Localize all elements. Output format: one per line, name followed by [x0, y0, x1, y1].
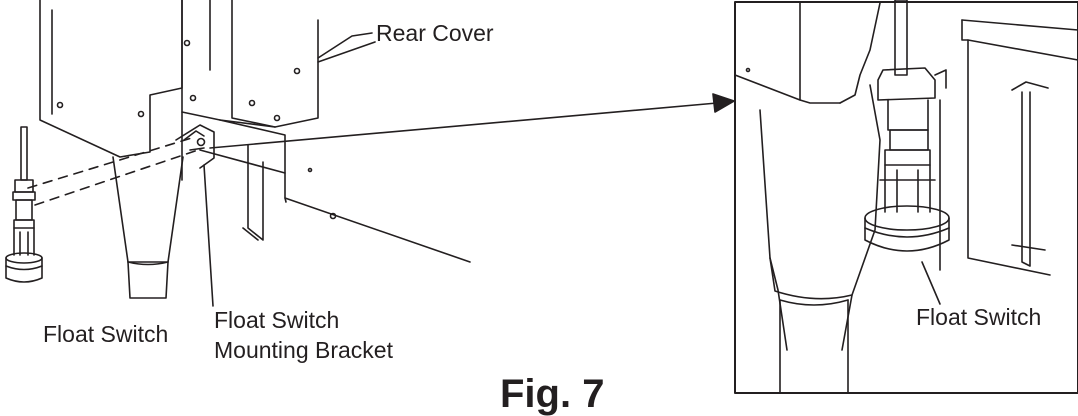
figure-caption-text: Fig. 7	[500, 372, 605, 416]
rear-cover-label: Rear Cover	[376, 20, 494, 46]
float-switch-part	[5, 126, 43, 283]
machine-leg	[112, 156, 184, 299]
assembly-dashed-lines	[27, 136, 199, 206]
rear-cover-leader	[317, 32, 373, 59]
figure-caption: Fig. 7	[500, 372, 640, 414]
detail-view	[734, 0, 1078, 394]
mounting-bracket-label-line1: Float Switch	[214, 307, 340, 333]
detail-arrow	[209, 93, 735, 149]
detail-float-switch-label: Float Switch	[916, 304, 1042, 330]
diagram-drawing	[5, 0, 1078, 394]
bracket-leader	[203, 164, 214, 307]
float-switch-label: Float Switch	[43, 321, 169, 347]
diagram-canvas: Rear Cover Float Switch Float Switch Mou…	[5, 0, 1078, 414]
mounting-bracket	[175, 124, 215, 169]
machine-body	[39, 0, 471, 263]
mounting-bracket-label-line2: Mounting Bracket	[214, 337, 393, 363]
